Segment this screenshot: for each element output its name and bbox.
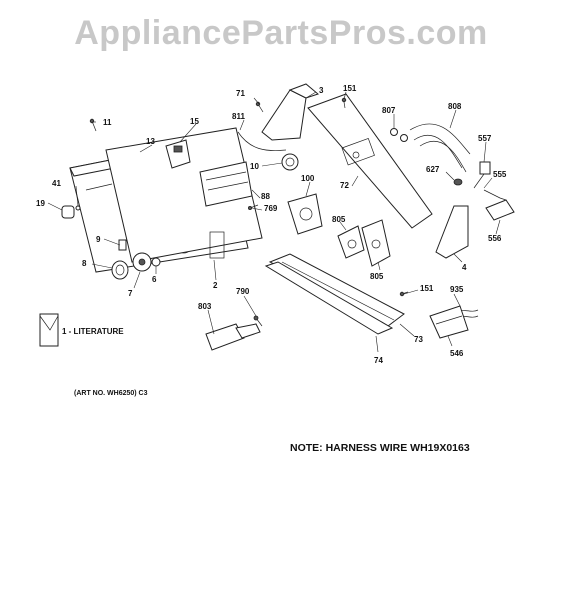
lid-handle[interactable] (205, 323, 261, 351)
art-number: (ART NO. WH6250) C3 (74, 390, 148, 397)
callout-805-valve: 805 (332, 215, 346, 224)
control-board[interactable] (199, 161, 253, 207)
timer-assembly[interactable] (287, 193, 323, 235)
callout-9: 9 (96, 235, 101, 244)
callout-8: 8 (82, 259, 87, 268)
connector-556[interactable] (485, 199, 515, 221)
knob-clip[interactable] (75, 205, 81, 211)
hose-washers[interactable] (390, 128, 408, 142)
callout-88: 88 (261, 192, 270, 201)
rotary-switch[interactable] (165, 139, 191, 169)
callout-labels: 71 3 151 807 808 811 11 15 13 557 10 627… (36, 84, 507, 365)
fill-hoses[interactable] (409, 123, 471, 173)
screw-769[interactable] (247, 204, 259, 210)
harness-connector[interactable] (429, 305, 469, 339)
callout-811: 811 (232, 112, 245, 121)
callout-555: 555 (493, 170, 507, 179)
plug-557[interactable] (473, 161, 491, 189)
knob-nut[interactable] (151, 257, 161, 267)
pressure-switch[interactable] (281, 153, 299, 171)
callout-935: 935 (450, 285, 464, 294)
screw-790[interactable] (253, 315, 263, 327)
callout-10: 10 (250, 162, 259, 171)
callout-807: 807 (382, 106, 396, 115)
backsplash-panel[interactable] (307, 93, 433, 229)
callout-627: 627 (426, 165, 440, 174)
end-bracket[interactable] (435, 205, 469, 259)
screw-11[interactable] (89, 118, 97, 132)
timer-dial[interactable] (132, 252, 152, 272)
callout-3: 3 (319, 86, 324, 95)
callout-557: 557 (478, 134, 492, 143)
water-valve[interactable] (337, 225, 365, 259)
callout-74: 74 (374, 356, 383, 365)
screw-71[interactable] (255, 101, 264, 113)
grommet-627[interactable] (453, 178, 463, 186)
callout-151-top: 151 (343, 84, 357, 93)
callout-803: 803 (198, 302, 212, 311)
callout-15: 15 (190, 117, 199, 126)
callout-7: 7 (128, 289, 133, 298)
watermark: AppliancePartsPros.com (74, 14, 488, 52)
callout-546: 546 (450, 349, 464, 358)
callout-151-lower: 151 (420, 284, 434, 293)
top-bracket[interactable] (261, 83, 320, 141)
literature-booklet[interactable] (39, 313, 59, 347)
control-knob[interactable] (61, 205, 75, 219)
callout-11: 11 (103, 118, 112, 127)
callout-72: 72 (340, 181, 349, 190)
selector-button[interactable] (118, 239, 127, 251)
power-cord[interactable] (483, 189, 507, 201)
timer-knob[interactable] (111, 260, 129, 280)
leader-lines (47, 91, 501, 353)
callout-808: 808 (448, 102, 462, 111)
callout-805-plate: 805 (370, 272, 384, 281)
callout-4: 4 (462, 263, 467, 272)
callout-100: 100 (301, 174, 315, 183)
screw-151-lower[interactable] (399, 291, 409, 297)
rear-trim[interactable] (268, 253, 405, 327)
harness-note: NOTE: HARNESS WIRE WH19X0163 (290, 442, 470, 454)
control-panel-backing[interactable] (105, 127, 263, 263)
callout-790: 790 (236, 287, 250, 296)
callout-41: 41 (52, 179, 61, 188)
callout-19: 19 (36, 199, 45, 208)
literature-label: 1 - LITERATURE (62, 327, 124, 336)
callout-6: 6 (152, 275, 157, 284)
switch-plate[interactable] (361, 219, 391, 267)
callout-769: 769 (264, 204, 278, 213)
callout-556: 556 (488, 234, 502, 243)
callout-71: 71 (236, 89, 245, 98)
trim-strip[interactable] (264, 261, 394, 335)
callout-2: 2 (213, 281, 218, 290)
callout-13: 13 (146, 137, 155, 146)
wire-811[interactable] (237, 131, 287, 151)
callout-73: 73 (414, 335, 423, 344)
